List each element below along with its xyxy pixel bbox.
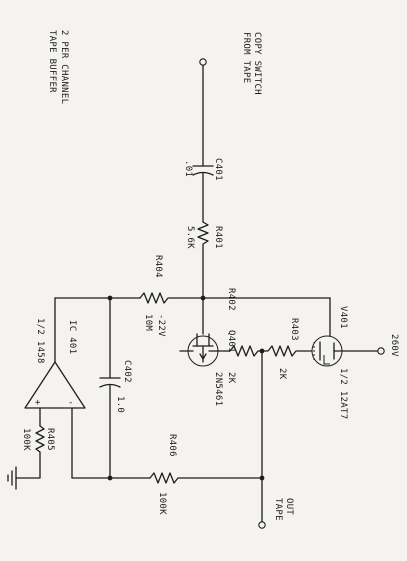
ic401-part: 1/2 1458 xyxy=(35,318,45,364)
v401-ref: V401 xyxy=(338,306,348,329)
supply-260v-terminal xyxy=(377,347,385,355)
jfet-q401 xyxy=(179,297,226,367)
ic401-ref: IC 401 xyxy=(67,320,77,354)
resistor-r405 xyxy=(15,425,45,479)
v401-part: 1/2 12AT7 xyxy=(338,368,348,419)
c402-ref: C402 xyxy=(122,360,132,383)
resistor-r406 xyxy=(149,472,263,484)
neg22-label: -22V xyxy=(156,314,166,337)
capacitor-c402 xyxy=(99,377,121,479)
r405-value: 100K xyxy=(21,428,31,451)
triode-v401 xyxy=(311,297,379,367)
r403-value: 2K xyxy=(277,368,287,380)
r404-ref: R404 xyxy=(153,255,163,278)
q401-ref: Q401 xyxy=(226,330,236,353)
r403-ref: R403 xyxy=(289,318,299,341)
c401-value: .01 xyxy=(183,160,193,177)
output-label: TAPE OUT xyxy=(273,498,294,521)
output-label-line1: TAPE xyxy=(273,498,283,521)
c401-ref: C401 xyxy=(213,158,223,181)
ground-icon xyxy=(7,466,17,490)
r402-ref: R402 xyxy=(226,288,236,311)
input-label-line1: FROM TAPE xyxy=(241,32,251,83)
r404-value: 10M xyxy=(143,314,153,331)
title-line1: TAPE BUFFER xyxy=(47,30,57,93)
opamp-minus: - xyxy=(68,398,74,408)
resistor-r402 xyxy=(224,345,263,357)
resistor-r404 xyxy=(139,292,204,304)
r406-value: 100K xyxy=(157,492,167,515)
r401-ref: R401 xyxy=(213,226,223,249)
output-terminal xyxy=(258,521,266,529)
input-label: FROM TAPE COPY SWITCH xyxy=(241,32,262,95)
supply-260v-label: 260V xyxy=(389,334,399,357)
r406-ref: R406 xyxy=(167,434,177,457)
resistor-r403 xyxy=(261,345,313,357)
r401-value: 5.6K xyxy=(185,226,195,249)
r405-ref: R405 xyxy=(45,428,55,451)
resistor-r401 xyxy=(197,221,209,299)
output-label-line2: OUT xyxy=(284,498,294,515)
c402-value: 1.0 xyxy=(115,396,125,413)
input-label-line2: COPY SWITCH xyxy=(252,32,262,95)
input-terminal xyxy=(199,58,207,66)
r402-value: 2K xyxy=(226,372,236,384)
q401-part: 2N5461 xyxy=(213,372,223,406)
junction-dot xyxy=(259,475,265,481)
opamp-ic401 xyxy=(24,361,86,479)
junction-dot xyxy=(107,475,113,481)
capacitor-c401 xyxy=(192,165,214,223)
opamp-plus: + xyxy=(35,398,41,408)
title-line2: 2 PER CHANNEL xyxy=(59,30,69,104)
title-block: TAPE BUFFER 2 PER CHANNEL xyxy=(47,30,69,104)
